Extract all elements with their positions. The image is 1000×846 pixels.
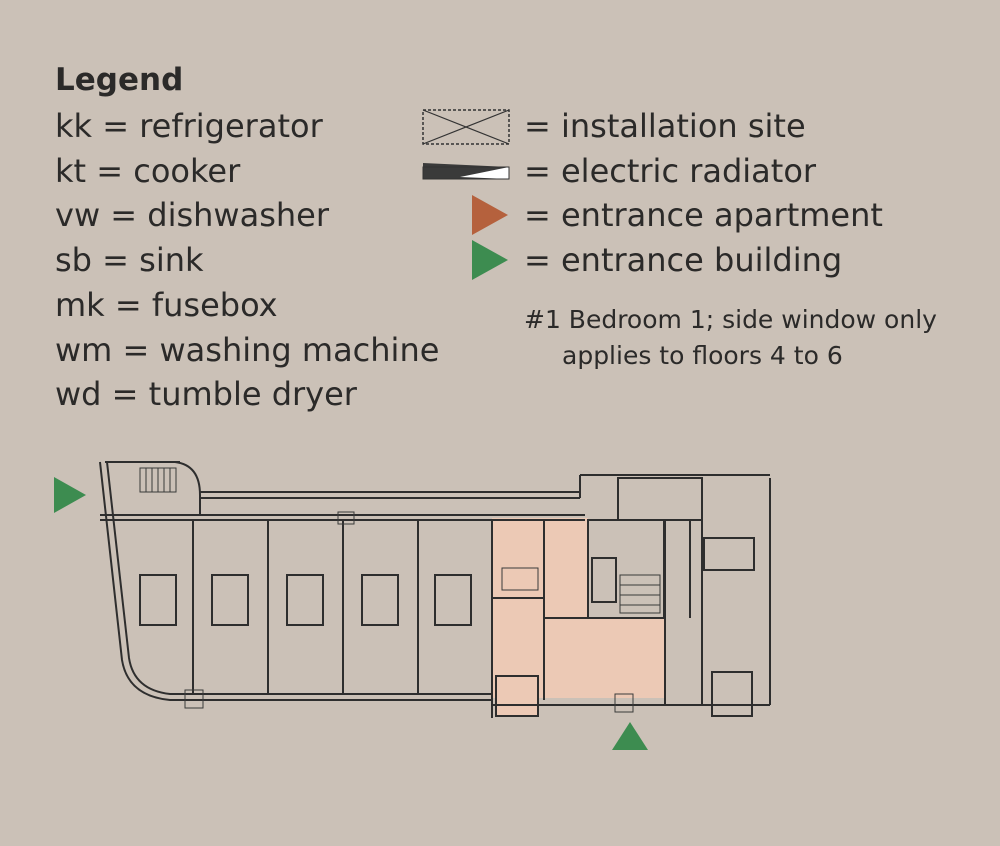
legend-symbol-label: = installation site: [524, 107, 806, 145]
legend-abbreviation-list: kk = refrigerator kt = cooker vw = dishw…: [55, 104, 439, 417]
bedroom-note: #1 Bedroom 1; side window only applies t…: [524, 302, 937, 374]
legend-item: wd = tumble dryer: [55, 375, 357, 414]
legend-symbol-label: = electric radiator: [524, 151, 817, 190]
legend-item: kk = refrigerator: [55, 107, 323, 145]
entrance-building-icon: [472, 240, 508, 281]
stair-tower: [105, 461, 201, 515]
entrance-building-marker: [54, 477, 86, 513]
studio-bathrooms: [139, 574, 472, 626]
legend-item: mk = fusebox: [55, 285, 278, 324]
floor-plan: [54, 461, 771, 750]
legend-symbol-label: = entrance apartment: [524, 196, 883, 235]
legend-item: vw = dishwasher: [55, 196, 329, 235]
installation-site-icon: [422, 109, 510, 145]
building-core: [587, 519, 665, 619]
legend-item: kt = cooker: [55, 151, 241, 190]
unit-walls: [192, 520, 493, 718]
legend-symbol-label: = entrance building: [524, 241, 843, 280]
electric-radiator-icon: [422, 162, 510, 180]
entrance-apartment-icon: [472, 195, 508, 236]
legend-item: wm = washing machine: [55, 330, 440, 369]
entrance-building-marker: [612, 722, 648, 750]
facade-shafts: [184, 511, 634, 713]
legend-title: Legend: [55, 62, 184, 98]
note-line-2: applies to floors 4 to 6: [562, 341, 843, 370]
note-line-1: #1 Bedroom 1; side window only: [524, 305, 937, 334]
legend-item: sb = sink: [55, 241, 204, 280]
highlighted-apartment: [492, 518, 665, 716]
right-apartments: [617, 477, 771, 717]
